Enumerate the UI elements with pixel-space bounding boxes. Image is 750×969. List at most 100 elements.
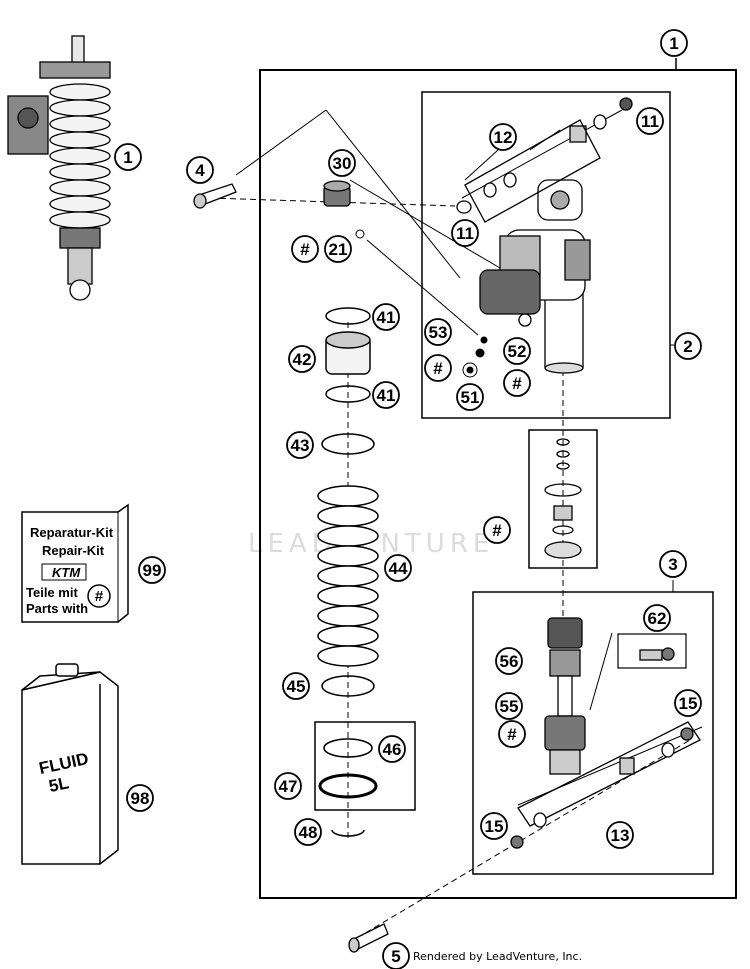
fluid-volume-label: 5L [47, 773, 70, 796]
callout-13: 13 [606, 821, 634, 849]
callout-42-number: 42 [293, 350, 312, 369]
callout-5-number: 5 [391, 947, 400, 966]
callout-46: 46 [378, 735, 406, 763]
callout-11-lower-number: 11 [456, 224, 474, 243]
callout-1-complete-number: 1 [123, 148, 132, 167]
callout-15-right: 15 [674, 689, 702, 717]
callout-2-number: 2 [683, 337, 692, 356]
callout-55: 55 [495, 692, 523, 720]
callout-4: 4 [186, 156, 214, 184]
callout-62: 62 [643, 604, 671, 632]
callout-43: 43 [286, 431, 314, 459]
main-frame [259, 69, 737, 899]
hash-callout-52: # [503, 369, 531, 397]
callout-48: 48 [294, 818, 322, 846]
callout-53: 53 [424, 318, 452, 346]
callout-47: 47 [274, 772, 302, 800]
callout-45-number: 45 [287, 677, 306, 696]
callout-99: 99 [138, 556, 166, 584]
callout-46-number: 46 [383, 740, 402, 759]
repair-kit-box: Reparatur-Kit Repair-Kit KTM Teile mit P… [21, 503, 129, 623]
brand-logo: KTM [52, 565, 81, 580]
callout-44: 44 [384, 554, 412, 582]
callout-41-upper: 41 [372, 303, 400, 331]
hash-callout-53: # [424, 354, 452, 382]
callout-3-number: 3 [668, 555, 677, 574]
callout-11-upper-number: 11 [641, 112, 659, 131]
callout-41-lower: 41 [372, 381, 400, 409]
callout-12: 12 [489, 123, 517, 151]
callout-15-left: 15 [480, 812, 508, 840]
callout-41-lower-number: 41 [377, 386, 396, 405]
upper-bushing-parts [456, 97, 633, 223]
callout-13-number: 13 [611, 826, 630, 845]
preload-adjuster [323, 180, 351, 207]
lower-bushing-parts [510, 721, 701, 849]
callout-53-number: 53 [429, 323, 448, 342]
spring-retainer-frame [314, 721, 416, 811]
callout-48-number: 48 [299, 823, 318, 842]
valve-frame [617, 633, 687, 669]
hash-callout-52-number: # [512, 374, 522, 393]
callout-45: 45 [282, 672, 310, 700]
hash-callout-seals-number: # [492, 521, 502, 540]
seal-kit-parts [544, 438, 582, 559]
hash-callout-seals: # [483, 516, 511, 544]
repair-kit-label-en: Repair-Kit [42, 543, 105, 558]
callout-99-number: 99 [143, 561, 162, 580]
callout-42: 42 [288, 345, 316, 373]
callout-1-complete: 1 [114, 143, 142, 171]
callout-15-left-number: 15 [485, 817, 504, 836]
callout-1-number: 1 [669, 34, 678, 53]
spring-upper-parts [321, 307, 375, 455]
coil-spring [317, 485, 379, 667]
lower-bolt [348, 923, 389, 953]
callout-41-upper-number: 41 [377, 308, 396, 327]
fluid-can: FLUID 5L [21, 663, 119, 865]
complete-shock-absorber [7, 35, 111, 301]
callout-5: 5 [382, 942, 410, 969]
callout-11-lower: 11 [451, 219, 479, 247]
callout-47-number: 47 [279, 777, 298, 796]
callout-56: 56 [495, 647, 523, 675]
callout-30: 30 [328, 149, 356, 177]
callout-21-number: 21 [329, 240, 348, 259]
spring-lower-parts [318, 675, 378, 837]
callout-51: 51 [456, 383, 484, 411]
repair-kit-label-de: Reparatur-Kit [30, 525, 114, 540]
piston-rod-frame [472, 591, 714, 875]
callout-43-number: 43 [291, 436, 310, 455]
parts-with-label-en: Parts with [26, 601, 88, 616]
callout-1: 1 [660, 29, 688, 57]
valve-small-parts [462, 336, 488, 378]
callout-51-number: 51 [461, 388, 480, 407]
callout-98: 98 [126, 784, 154, 812]
piston-rod-assembly [544, 617, 586, 775]
callout-15-right-number: 15 [679, 694, 698, 713]
parts-with-label-de: Teile mit [26, 585, 78, 600]
hash-callout-53-number: # [433, 359, 443, 378]
small-screw [355, 229, 365, 239]
hash-callout-55-number: # [507, 725, 517, 744]
hash-callout-55: # [498, 720, 526, 748]
callout-52-number: 52 [508, 342, 527, 361]
callout-12-number: 12 [494, 128, 513, 147]
callout-52: 52 [503, 337, 531, 365]
callout-55-number: 55 [500, 697, 519, 716]
hash-callout-21-number: # [300, 240, 310, 259]
callout-11-upper: 11 [636, 107, 664, 135]
callout-3: 3 [659, 550, 687, 578]
callout-4-number: 4 [195, 161, 205, 180]
upper-bolt [193, 183, 237, 209]
callout-21: 21 [324, 235, 352, 263]
footer-credit: Rendered by LeadVenture, Inc. [413, 950, 582, 963]
kit-hash-callout: # [95, 588, 104, 605]
callout-2: 2 [674, 332, 702, 360]
damper-body [479, 179, 591, 374]
callout-98-number: 98 [131, 789, 150, 808]
callout-56-number: 56 [500, 652, 519, 671]
damper-body-frame [421, 91, 671, 419]
hash-callout-21: # [291, 235, 319, 263]
callout-62-number: 62 [648, 609, 667, 628]
